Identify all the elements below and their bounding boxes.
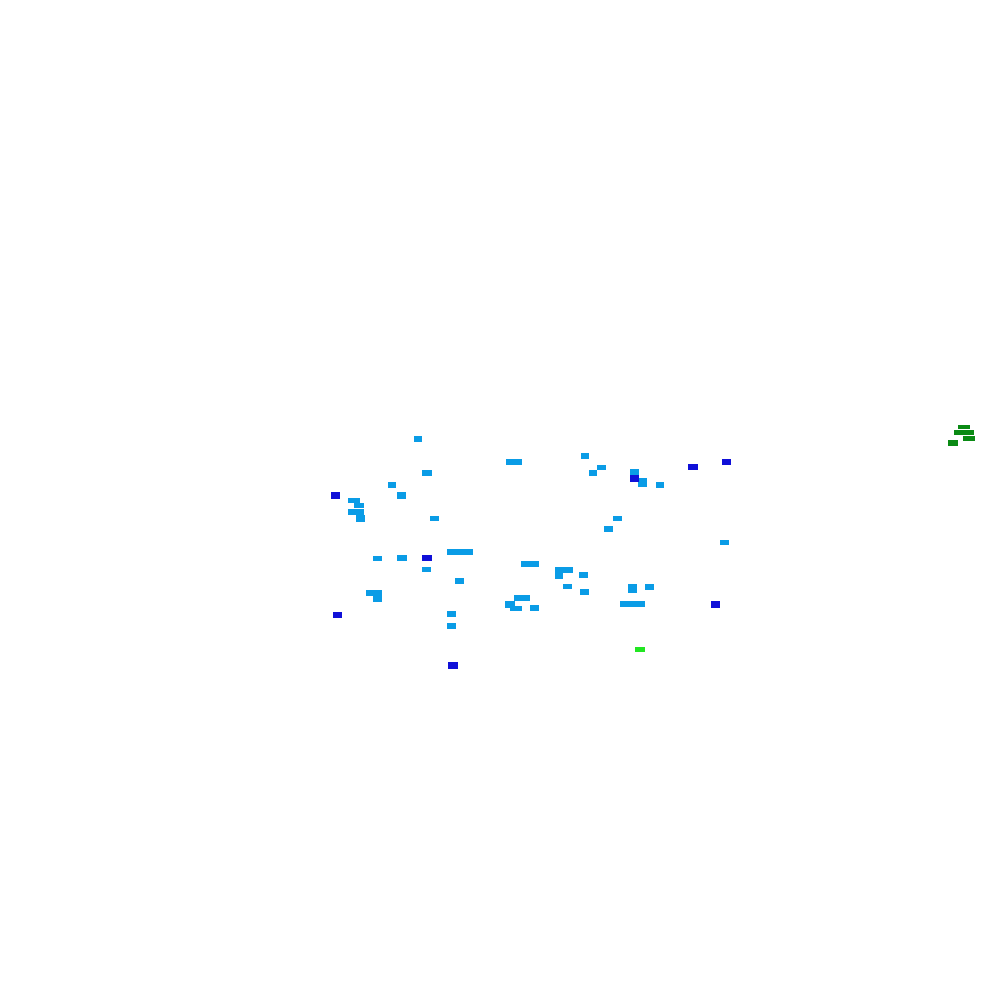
light-blue-mark-6 xyxy=(354,503,364,508)
lime-green-mark-1 xyxy=(635,647,645,652)
light-blue-mark-26 xyxy=(555,567,573,573)
dark-green-mark-1 xyxy=(958,425,970,429)
dark-blue-marks xyxy=(331,459,731,669)
light-blue-mark-25 xyxy=(521,561,539,567)
dark-green-mark-2 xyxy=(954,430,974,435)
light-blue-mark-19 xyxy=(720,540,729,545)
light-blue-mark-37 xyxy=(505,601,515,608)
light-blue-mark-12 xyxy=(597,465,606,470)
light-blue-mark-28 xyxy=(579,572,588,578)
light-blue-mark-41 xyxy=(447,623,456,629)
dark-green-mark-3 xyxy=(963,436,975,441)
light-blue-mark-10 xyxy=(506,459,522,465)
light-blue-mark-38 xyxy=(510,606,522,611)
light-blue-mark-40 xyxy=(447,611,456,617)
dark-blue-mark-2 xyxy=(630,475,639,482)
light-blue-mark-35 xyxy=(373,596,382,602)
dark-blue-mark-8 xyxy=(448,662,458,669)
dark-blue-mark-6 xyxy=(333,612,342,618)
light-blue-mark-15 xyxy=(638,478,647,487)
dark-blue-mark-5 xyxy=(422,555,432,561)
light-blue-mark-36 xyxy=(514,595,530,601)
light-blue-mark-9 xyxy=(430,516,439,521)
light-blue-mark-20 xyxy=(373,556,382,561)
light-blue-mark-18 xyxy=(604,526,613,532)
dark-blue-mark-4 xyxy=(722,459,731,465)
light-blue-mark-33 xyxy=(620,601,645,607)
light-blue-mark-17 xyxy=(613,516,622,521)
light-blue-mark-23 xyxy=(447,549,473,555)
light-blue-mark-1 xyxy=(414,436,422,442)
light-blue-mark-39 xyxy=(530,605,539,611)
light-blue-mark-8 xyxy=(356,515,365,522)
light-blue-marks xyxy=(348,436,729,629)
light-blue-mark-11 xyxy=(581,453,589,459)
light-blue-mark-22 xyxy=(422,567,431,572)
light-blue-mark-30 xyxy=(580,589,589,595)
light-blue-mark-24 xyxy=(455,578,464,584)
dark-blue-mark-3 xyxy=(688,464,698,470)
light-blue-mark-16 xyxy=(656,482,664,488)
light-blue-mark-2 xyxy=(422,470,432,476)
light-blue-mark-13 xyxy=(589,470,597,476)
dark-blue-mark-7 xyxy=(711,601,720,608)
dark-green-mark-4 xyxy=(948,440,958,446)
light-blue-mark-31 xyxy=(628,584,637,593)
light-blue-mark-27 xyxy=(555,573,563,579)
green-marks xyxy=(635,425,975,652)
dark-blue-mark-1 xyxy=(331,492,340,499)
light-blue-mark-32 xyxy=(645,584,654,590)
light-blue-mark-4 xyxy=(397,492,406,499)
light-blue-mark-5 xyxy=(348,498,360,503)
light-blue-mark-14 xyxy=(630,469,639,475)
light-blue-mark-3 xyxy=(388,482,396,488)
light-blue-mark-29 xyxy=(563,584,572,589)
light-blue-mark-7 xyxy=(348,509,364,515)
light-blue-mark-34 xyxy=(366,590,382,596)
light-blue-mark-21 xyxy=(397,555,407,561)
